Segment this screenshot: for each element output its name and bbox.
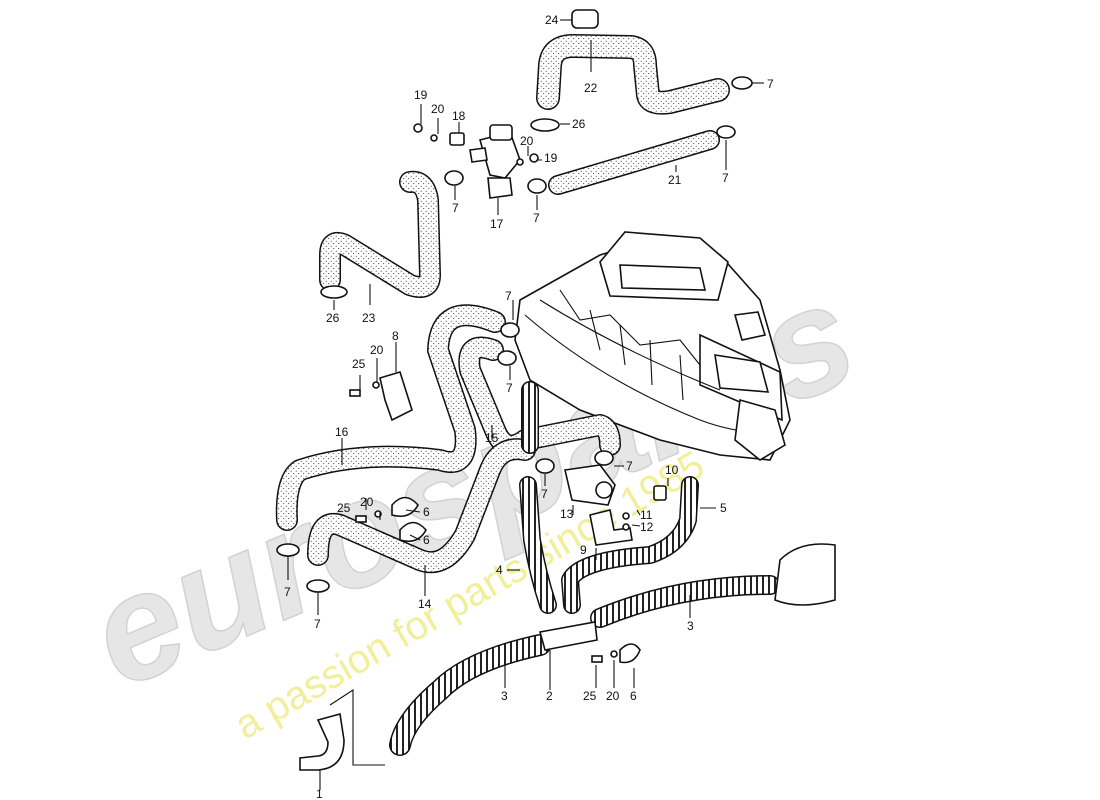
- callout-1: 1: [316, 787, 323, 800]
- callout-24: 24: [545, 13, 559, 27]
- callout-16: 16: [335, 425, 349, 439]
- callout-20: 20: [360, 495, 374, 509]
- callout-26: 26: [572, 117, 586, 131]
- callout-25: 25: [583, 689, 597, 703]
- callout-2: 2: [546, 689, 553, 703]
- callout-6: 6: [423, 505, 430, 519]
- callout-20: 20: [606, 689, 620, 703]
- callout-15: 15: [485, 431, 499, 445]
- callout-14: 14: [418, 597, 432, 611]
- callout-7: 7: [767, 77, 774, 91]
- callout-22: 22: [584, 81, 598, 95]
- callout-19: 19: [414, 88, 428, 102]
- callout-8: 8: [392, 329, 399, 343]
- callout-12: 12: [640, 520, 654, 534]
- callout-6: 6: [423, 533, 430, 547]
- small-parts: [276, 9, 836, 771]
- callout-7: 7: [626, 459, 633, 473]
- callout-7: 7: [284, 585, 291, 599]
- callout-3: 3: [687, 619, 694, 633]
- callout-6: 6: [630, 689, 637, 703]
- callout-26: 26: [326, 311, 340, 325]
- callout-7: 7: [541, 487, 548, 501]
- callout-17: 17: [490, 217, 504, 231]
- callout-7: 7: [533, 211, 540, 225]
- callouts: 24 22 7 26 19 20 18 20 19 21 7 7 17 7 26…: [284, 13, 774, 800]
- callout-18: 18: [452, 109, 466, 123]
- dotted-hoses: [275, 33, 730, 574]
- callout-20: 20: [520, 134, 534, 148]
- callout-10: 10: [665, 463, 679, 477]
- callout-7: 7: [452, 201, 459, 215]
- leader-lines: [287, 19, 764, 790]
- callout-3: 3: [501, 689, 508, 703]
- callout-7: 7: [505, 289, 512, 303]
- callout-4: 4: [496, 563, 503, 577]
- callout-7: 7: [722, 171, 729, 185]
- heater-box-assembly: [514, 231, 791, 461]
- callout-21: 21: [668, 173, 682, 187]
- corrugated-hoses: [389, 381, 780, 756]
- callout-13: 13: [560, 507, 574, 521]
- callout-20: 20: [370, 343, 384, 357]
- callout-5: 5: [720, 501, 727, 515]
- callout-20: 20: [431, 102, 445, 116]
- callout-11: 11: [640, 508, 653, 522]
- callout-23: 23: [362, 311, 376, 325]
- callout-19: 19: [544, 151, 558, 165]
- callout-9: 9: [580, 543, 587, 557]
- callout-7: 7: [506, 381, 513, 395]
- callout-25: 25: [352, 357, 366, 371]
- callout-7: 7: [314, 617, 321, 631]
- callout-25: 25: [337, 501, 351, 515]
